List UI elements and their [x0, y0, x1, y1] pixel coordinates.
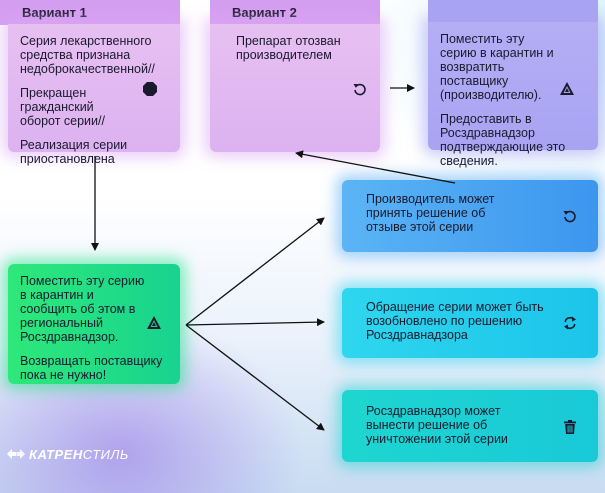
stop-octagon-icon — [143, 82, 157, 96]
arrow-regional-to-destruction — [185, 324, 325, 431]
notify-regional-text-1: Поместить эту серию в карантин и сообщит… — [20, 274, 145, 344]
arrow-regional-to-resume — [185, 318, 325, 327]
warning-triangle-icon — [147, 316, 161, 329]
warning-triangle-icon — [560, 82, 574, 95]
notify-regional-text-2: Возвращать поставщику пока не нужно! — [20, 354, 163, 382]
variant1-text-3: Реализация серии приостановлена — [20, 138, 128, 166]
variant1-box: Серия лекарственного средства признана н… — [8, 24, 180, 166]
variant1-label: Вариант 1 — [22, 5, 87, 20]
variant1-text-1: Серия лекарственного средства признана н… — [20, 34, 155, 76]
logo-mark-icon — [7, 449, 25, 459]
variant1-tab: Вариант 1 — [0, 0, 180, 25]
return-supplier-text-1: Поместить эту серию в карантин и возврат… — [440, 32, 554, 102]
trash-icon — [564, 420, 576, 434]
return-supplier-text-2: Предоставить в Росздравнадзор подтвержда… — [440, 112, 566, 168]
variant1-text-2: Прекращен гражданский оборот серии// — [20, 86, 105, 128]
notify-regional-box: Поместить эту серию в карантин и сообщит… — [8, 264, 180, 384]
arrow-manufacturer-to-v2 — [295, 150, 456, 184]
refresh-icon — [564, 316, 576, 330]
resume-circulation-text: Обращение серии может быть возобновлено … — [366, 300, 544, 342]
rotate-ccw-icon — [353, 83, 366, 96]
variant2-box: Препарат отозван производителем — [210, 24, 380, 152]
rotate-ccw-icon — [563, 210, 576, 223]
variant2-text: Препарат отозван производителем — [236, 34, 341, 62]
resume-circulation-box: Обращение серии может быть возобновлено … — [342, 288, 598, 358]
manufacturer-recall-text: Производитель может принять решение об о… — [366, 192, 495, 234]
destruction-text: Росздравнадзор может вынести решение об … — [366, 404, 508, 446]
katren-style-logo: КАТРЕН СТИЛЬ — [6, 445, 129, 463]
logo-text-light: СТИЛЬ — [82, 446, 129, 462]
return-supplier-box: Поместить эту серию в карантин и возврат… — [428, 22, 598, 168]
destruction-box: Росздравнадзор может вынести решение об … — [342, 390, 598, 462]
variant2-tab: Вариант 2 — [210, 0, 380, 25]
manufacturer-recall-box: Производитель может принять решение об о… — [342, 180, 598, 252]
arrow-regional-to-manufacturer — [185, 217, 325, 326]
top-right-tab — [428, 0, 598, 22]
variant2-label: Вариант 2 — [232, 5, 297, 20]
logo-text-bold: КАТРЕН — [29, 446, 83, 462]
